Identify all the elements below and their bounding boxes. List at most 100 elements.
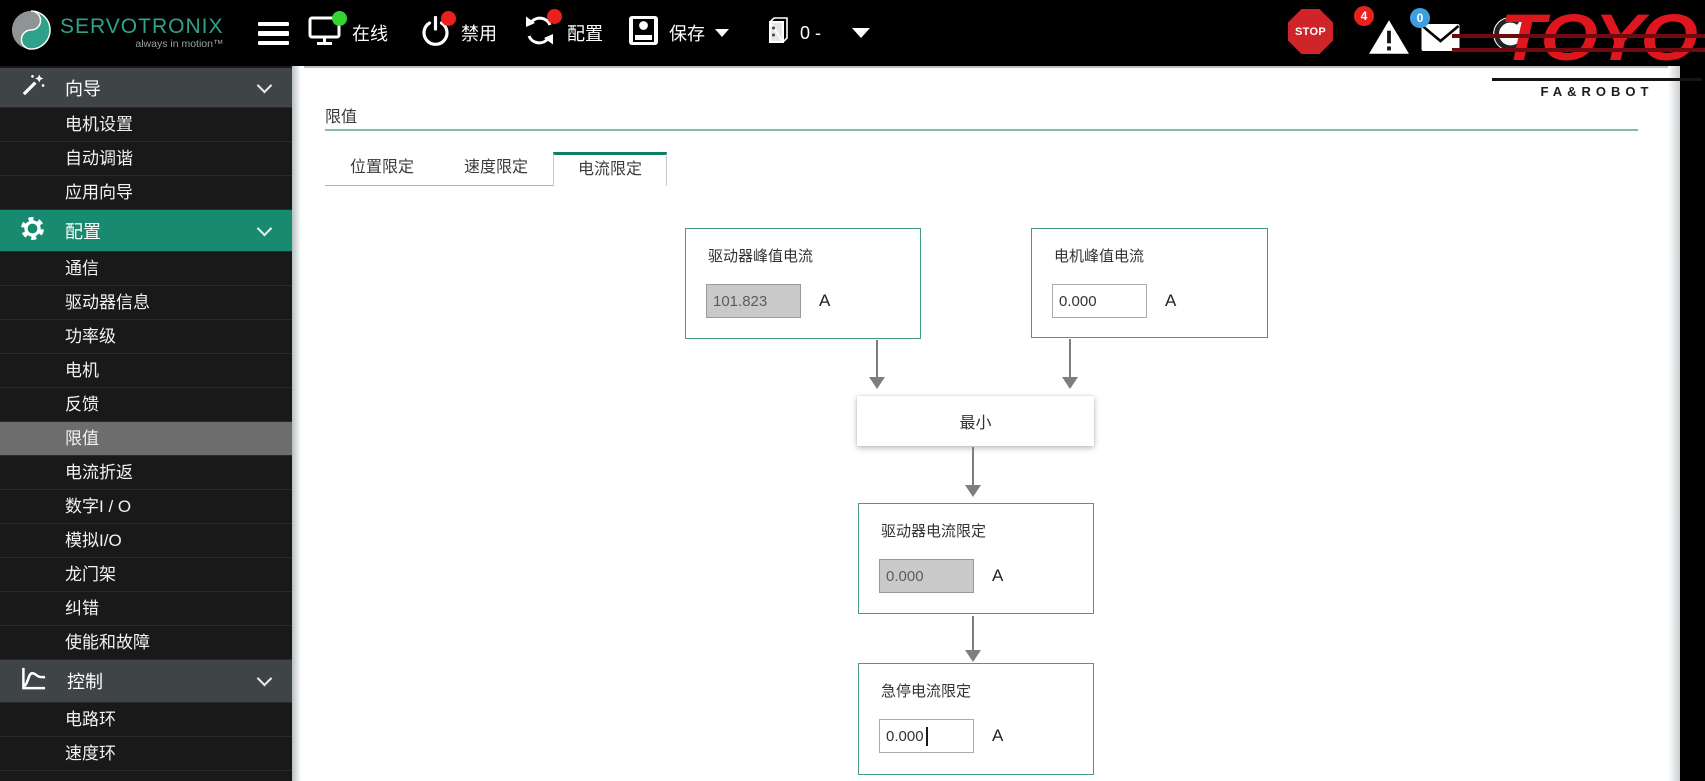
sidebar-item-motor-setup[interactable]: 电机设置	[0, 108, 292, 142]
sidebar-item-current-foldback[interactable]: 电流折返	[0, 456, 292, 490]
config-red-dot	[547, 9, 562, 24]
drive-current-limit-label: 驱动器电流限定	[881, 520, 986, 541]
chevron-down-icon	[257, 671, 273, 687]
chevron-down-icon	[257, 77, 273, 93]
save-dropdown-caret-icon[interactable]	[715, 29, 729, 37]
sidebar-item-digital-io[interactable]: 数字I / O	[0, 490, 292, 524]
drive-current-limit-input	[879, 559, 974, 593]
tab-velocity-limits[interactable]: 速度限定	[439, 152, 553, 186]
config-sync-button[interactable]: 配置	[522, 0, 603, 66]
servotronix-swirl-icon	[10, 7, 52, 58]
sidebar-item-drive-info[interactable]: 驱动器信息	[0, 286, 292, 320]
top-toolbar: SERVOTRONIX always in motion™ 在线	[0, 0, 1705, 66]
sidebar-item-limits[interactable]: 限值	[0, 422, 292, 456]
flow-arrow	[1069, 339, 1071, 378]
servotronix-logo: SERVOTRONIX always in motion™	[10, 7, 223, 58]
sidebar-nav: 向导 电机设置 自动调谐 应用向导 配置 通信 驱动器信息 功率级 电机 反馈 …	[0, 66, 292, 781]
content-scrollbar[interactable]	[1668, 66, 1680, 781]
sidebar-item-gantry[interactable]: 龙门架	[0, 558, 292, 592]
drive-device-icon	[766, 15, 790, 52]
sidebar-content-divider	[292, 66, 304, 781]
page-title: 限值	[325, 103, 357, 127]
save-button[interactable]: 保存	[628, 0, 729, 66]
sidebar-item-error-correction[interactable]: 纠错	[0, 592, 292, 626]
menu-icon[interactable]	[258, 22, 289, 45]
save-icon	[628, 15, 659, 51]
monitor-icon	[308, 15, 342, 51]
sidebar-item-communication[interactable]: 通信	[0, 252, 292, 286]
drive-selector[interactable]: 0 -	[766, 0, 821, 66]
toyo-logo: TOYO FA&ROBOT	[1452, 2, 1705, 98]
enable-label: 禁用	[461, 20, 497, 46]
estop-current-limit-box: 急停电流限定 A	[858, 663, 1094, 775]
flow-arrow	[876, 340, 878, 378]
sidebar-section-configuration[interactable]: 配置	[0, 210, 292, 252]
limits-tabs: 位置限定 速度限定 电流限定	[325, 152, 667, 186]
title-underline	[325, 129, 1638, 131]
online-status-button[interactable]: 在线	[308, 0, 388, 66]
gear-icon	[20, 216, 45, 246]
tab-position-limits[interactable]: 位置限定	[325, 152, 439, 186]
toyo-logo-subtitle: FA&ROBOT	[1492, 78, 1702, 99]
step-response-icon	[20, 666, 47, 696]
sync-icon	[522, 13, 557, 53]
drive-current-limit-box: 驱动器电流限定 A	[858, 503, 1094, 614]
text-cursor	[926, 727, 928, 746]
sidebar-item-app-wizard[interactable]: 应用向导	[0, 176, 292, 210]
flow-arrow-head	[1062, 377, 1078, 389]
drive-peak-current-input	[706, 284, 801, 318]
flow-arrow	[972, 616, 974, 651]
sidebar-section-label: 配置	[65, 218, 101, 244]
sidebar-item-velocity-loop[interactable]: 速度环	[0, 737, 292, 771]
sidebar-section-wizard[interactable]: 向导	[0, 68, 292, 108]
sidebar-item-current-loop[interactable]: 电路环	[0, 703, 292, 737]
motor-peak-current-input[interactable]	[1052, 284, 1147, 318]
drive-select-label: 0 -	[800, 23, 821, 44]
flow-arrow-head	[965, 485, 981, 497]
alerts-button[interactable]: 4	[1368, 18, 1410, 61]
tab-current-limits[interactable]: 电流限定	[553, 152, 667, 186]
drive-peak-current-label: 驱动器峰值电流	[708, 245, 813, 266]
online-label: 在线	[352, 20, 388, 46]
min-label: 最小	[959, 409, 991, 433]
enable-disable-button[interactable]: 禁用	[420, 0, 497, 66]
message-count-badge: 0	[1410, 8, 1430, 28]
flow-arrow	[972, 447, 974, 486]
power-icon	[420, 15, 451, 52]
sidebar-item-power-stage[interactable]: 功率级	[0, 320, 292, 354]
chevron-down-icon	[257, 220, 273, 236]
brand-name: SERVOTRONIX	[60, 15, 223, 39]
sidebar-section-control[interactable]: 控制	[0, 660, 292, 703]
sidebar-item-analog-io[interactable]: 模拟I/O	[0, 524, 292, 558]
flow-arrow-head	[965, 650, 981, 662]
online-green-dot	[332, 11, 347, 26]
sidebar-item-feedback[interactable]: 反馈	[0, 388, 292, 422]
sidebar-partial-row	[0, 771, 292, 781]
estop-current-limit-label: 急停电流限定	[881, 680, 971, 701]
sidebar-section-label: 向导	[65, 75, 101, 101]
min-function-box: 最小	[857, 396, 1094, 446]
alert-count-badge: 4	[1354, 6, 1374, 26]
brand-tagline: always in motion™	[60, 38, 223, 50]
flow-arrow-head	[869, 377, 885, 389]
sidebar-item-enable-faults[interactable]: 使能和故障	[0, 626, 292, 660]
emergency-stop-button[interactable]: STOP	[1288, 9, 1333, 54]
drive-dropdown-caret-icon	[852, 28, 870, 38]
config-label: 配置	[567, 20, 603, 46]
unit-label: A	[819, 291, 830, 311]
sidebar-item-autotuning[interactable]: 自动调谐	[0, 142, 292, 176]
warning-triangle-icon	[1368, 18, 1410, 56]
drive-peak-current-box: 驱动器峰值电流 A	[685, 228, 921, 339]
wand-icon	[20, 73, 45, 103]
sidebar-item-motor[interactable]: 电机	[0, 354, 292, 388]
disabled-red-dot	[441, 11, 456, 26]
toyo-stripe	[1452, 34, 1705, 38]
drive-dropdown[interactable]	[852, 0, 870, 66]
unit-label: A	[992, 726, 1003, 746]
unit-label: A	[992, 566, 1003, 586]
sidebar-section-label: 控制	[67, 668, 103, 694]
stop-label: STOP	[1295, 26, 1326, 38]
motor-peak-current-label: 电机峰值电流	[1054, 245, 1144, 266]
motor-peak-current-box: 电机峰值电流 A	[1031, 228, 1268, 338]
